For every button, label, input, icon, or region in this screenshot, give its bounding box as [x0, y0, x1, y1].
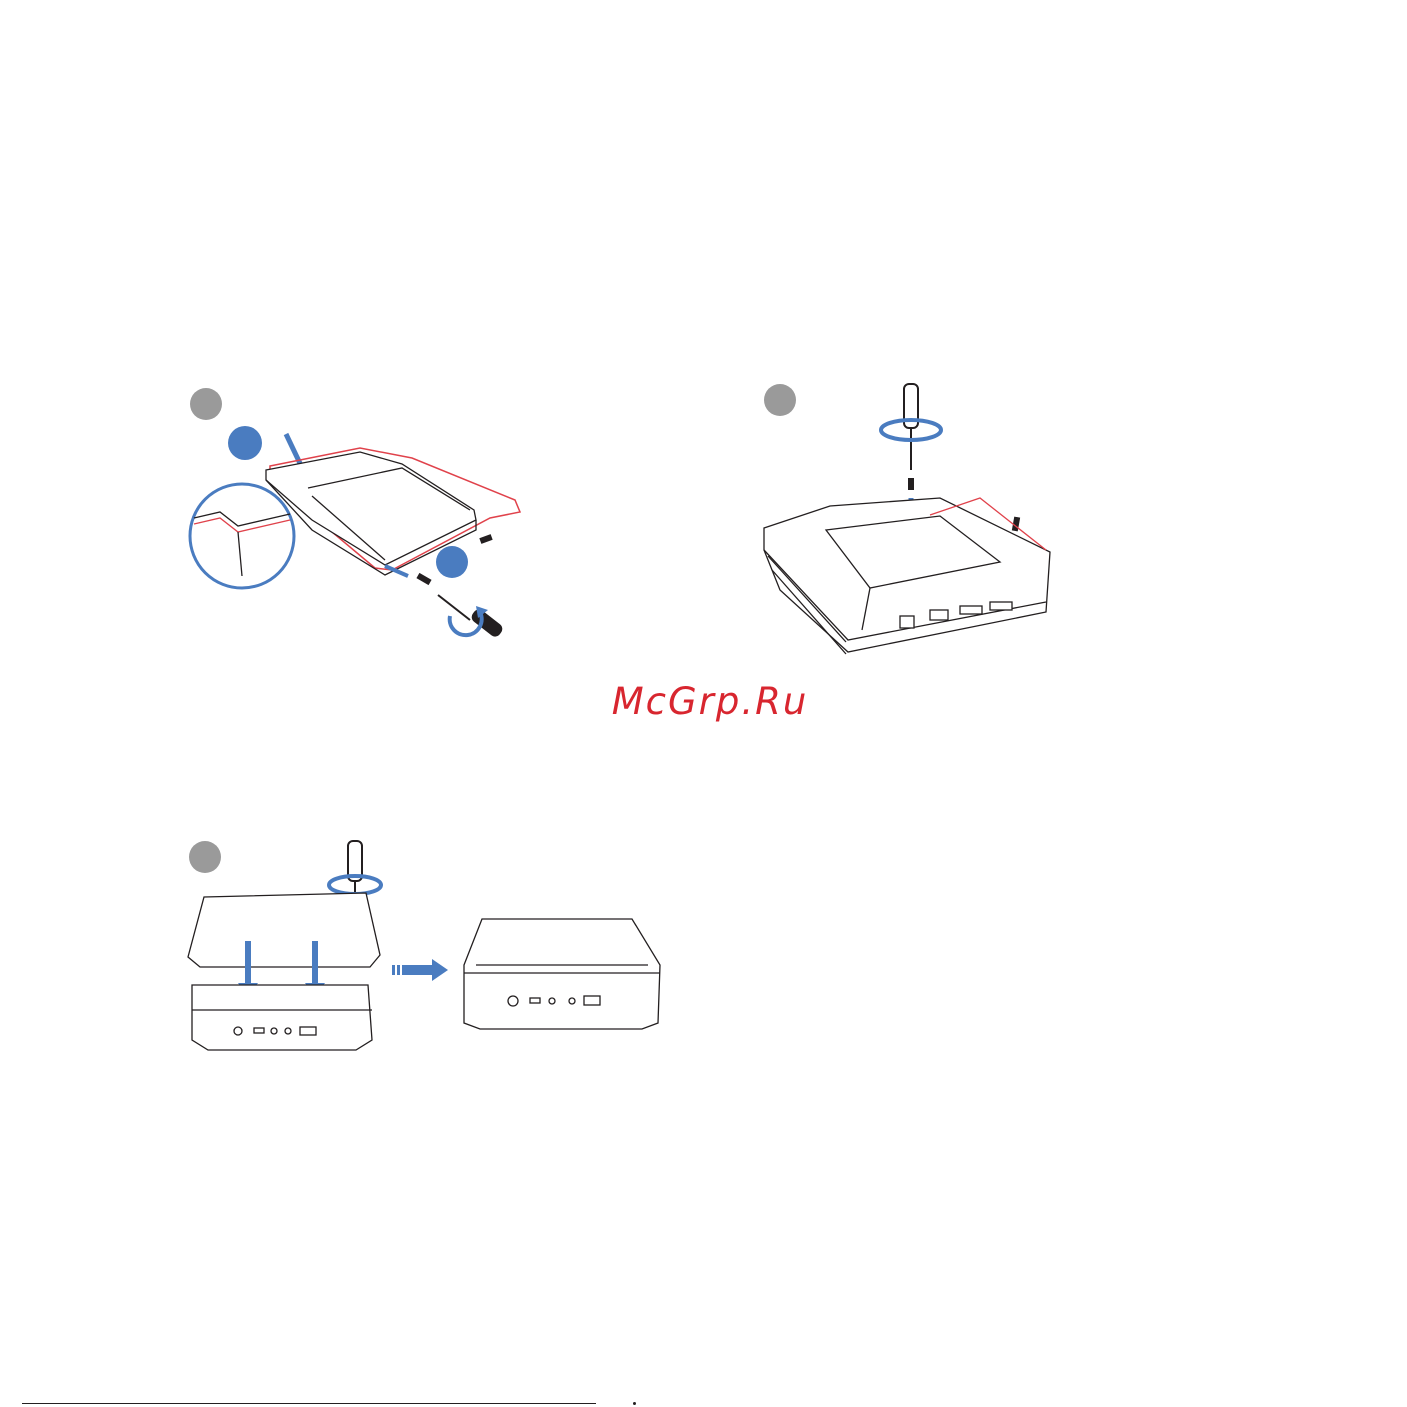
- step-3-illustration: [180, 835, 670, 1060]
- mini-pc-lid-icon: [188, 893, 380, 967]
- footer-dot: [633, 1402, 636, 1405]
- substep-a-badge: [228, 426, 262, 460]
- mini-pc-base-icon: [192, 985, 372, 1050]
- step-1-illustration: [180, 380, 540, 660]
- substep-b-badge: [436, 546, 468, 578]
- watermark: McGrp.Ru: [560, 680, 860, 723]
- step-1-badge: [190, 388, 222, 420]
- footer-rule: [22, 1403, 596, 1404]
- mini-pc-closed-icon: [464, 919, 660, 1029]
- step-3-badge: [189, 841, 221, 873]
- step-2-badge: [764, 384, 796, 416]
- mini-pc-open-icon: [764, 498, 1050, 654]
- screwdriver-icon: [438, 595, 505, 639]
- screwdriver-icon: [881, 384, 941, 470]
- step-2-illustration: [750, 380, 1070, 690]
- magnifier-circle-icon: [190, 484, 294, 588]
- next-step-arrow-icon: [392, 959, 448, 981]
